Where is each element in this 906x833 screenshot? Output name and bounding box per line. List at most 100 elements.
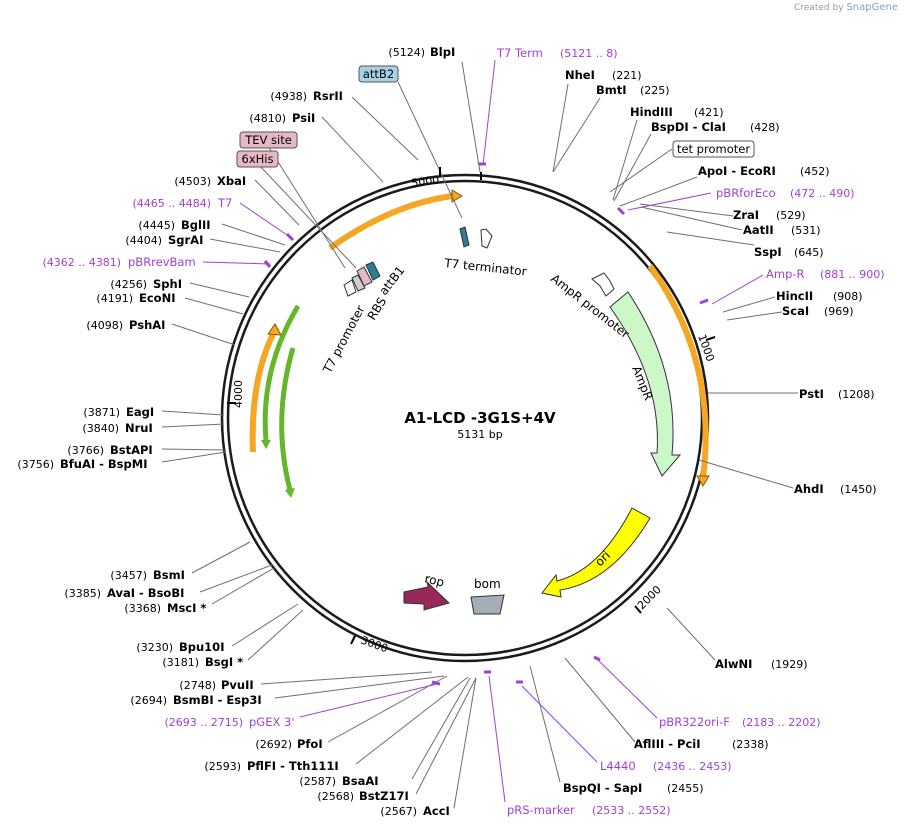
enzyme-label-scai[interactable]: ScaI(969) (782, 304, 854, 318)
enzyme-pos: (2568) (317, 790, 354, 803)
enzyme-label-rsrii[interactable]: (4938)RsrII (270, 89, 343, 103)
enzyme-label-pshai[interactable]: (4098)PshAI (86, 318, 165, 332)
leader-pfoi (327, 675, 448, 743)
ampr-gene[interactable] (609, 291, 682, 477)
primer-label-pgex3[interactable]: (2693 .. 2715)pGEX 3' (164, 715, 294, 729)
enzyme-pos: (3766) (67, 444, 104, 457)
enzyme-pos: (4938) (270, 90, 307, 103)
primer-label-pbr322ori[interactable]: pBR322ori-F(2183 .. 2202) (659, 715, 821, 729)
tick-mark-2000 (634, 605, 642, 614)
bom-element[interactable] (470, 594, 505, 615)
primer-label-l4440[interactable]: L4440(2436 .. 2453) (600, 759, 732, 773)
primer-label-t7[interactable]: (4465 .. 4484)T7 (132, 196, 232, 210)
leader-bspmi (161, 451, 227, 463)
primer-line-pbr322ori (597, 659, 658, 719)
enzyme-label-pvuii[interactable]: (2748)PvuII (179, 678, 253, 692)
enzyme-label-psii[interactable]: (4810)PsiI (249, 111, 315, 125)
enzyme-label-blpi[interactable]: (5124)BlpI (388, 45, 455, 59)
enzyme-label-pcii[interactable]: AflIII - PciI(2338) (634, 737, 769, 751)
enzyme-label-bsaai[interactable]: (2587)BsaAI (299, 774, 378, 788)
rop-gene[interactable] (403, 580, 450, 611)
enzyme-label-ahdi[interactable]: AhdI(1450) (794, 482, 877, 496)
enzyme-label-sapi[interactable]: BspQI - SapI(2455) (563, 781, 704, 795)
boxed-feature-tev-site[interactable]: TEV site (239, 131, 298, 149)
enzyme-pos: (3457) (110, 569, 147, 582)
enzyme-label-alwni[interactable]: AlwNI(1929) (715, 657, 808, 671)
enzyme-label-hindiii[interactable]: HindIII(421) (630, 105, 724, 119)
tick-marks (227, 167, 716, 645)
his-tag-block[interactable] (356, 266, 373, 287)
boxed-feature-tet-promoter[interactable]: tet promoter (672, 140, 755, 158)
enzyme-label-bsgi[interactable]: (3181)BsgI * (162, 655, 243, 669)
enzyme-label-acci[interactable]: (2567)AccI (380, 804, 449, 818)
leader-alwni (666, 607, 716, 661)
primer-label-ampr[interactable]: Amp-R(881 .. 900) (766, 267, 885, 281)
orf-arrow-top[interactable] (328, 193, 453, 251)
enzyme-label-sspi[interactable]: SspI(645) (754, 245, 824, 259)
enzyme-name: SphI (153, 277, 182, 291)
primer-label-t7term[interactable]: T7 Term(5121 .. 8) (496, 46, 618, 60)
boxed-feature-his-tag[interactable]: 6xHis (236, 150, 279, 168)
enzyme-label-esp3i[interactable]: (2694)BsmBI - Esp3I (130, 693, 261, 707)
backbone-inner-strand (226, 179, 704, 657)
enzyme-label-xbai[interactable]: (4503)XbaI (174, 174, 246, 188)
enzyme-label-pfoi[interactable]: (2692)PfoI (255, 737, 322, 751)
enzyme-label-bsmi[interactable]: (3457)BsmI (110, 568, 184, 582)
enzyme-name: NheI (565, 68, 595, 82)
boxed-feature-attb2[interactable]: attB2 (358, 65, 399, 83)
orf-arrow-right[interactable] (647, 264, 709, 479)
feature-label-bom: bom (474, 577, 501, 591)
enzyme-label-sphi[interactable]: (4256)SphI (110, 277, 182, 291)
enzyme-label-sgrai[interactable]: (4404)SgrAI (125, 233, 203, 247)
lacz-arc-outer[interactable] (262, 304, 301, 441)
attb1-block[interactable] (365, 261, 381, 281)
t7-terminator-block[interactable] (459, 226, 470, 248)
enzyme-label-nhei[interactable]: NheI(221) (565, 68, 642, 82)
t7-terminator-arrow[interactable] (480, 228, 493, 249)
t7-promoter-arrow[interactable] (343, 279, 357, 297)
primer-label-prs-marker[interactable]: pRS-marker(2533 .. 2552) (507, 803, 671, 817)
enzyme-pos: (428) (750, 121, 780, 134)
enzyme-label-psti[interactable]: PstI(1208) (799, 387, 875, 401)
enzyme-label-tth111i[interactable]: (2593)PflFI - Tth111I (204, 759, 338, 773)
orf-arrow-left-head (267, 323, 282, 336)
boxed-feature-tet-box (672, 140, 755, 158)
ori-element[interactable] (541, 507, 651, 598)
orf-arrow-left[interactable] (249, 330, 277, 453)
enzyme-label-bstz17i[interactable]: (2568)BstZ17I (317, 789, 408, 803)
enzyme-label-bstapi[interactable]: (3766)BstAPI (67, 443, 152, 457)
enzyme-label-msci[interactable]: (3368)MscI * (124, 601, 206, 615)
enzyme-pos: (4445) (138, 219, 175, 232)
primer-pos: (881 .. 900) (820, 268, 885, 281)
enzyme-pos: (2748) (179, 679, 216, 692)
primer-name: pBR322ori-F (659, 715, 730, 729)
enzyme-label-bpu10i[interactable]: (3230)Bpu10I (136, 640, 224, 654)
enzyme-pos: (3385) (64, 587, 101, 600)
primer-lines (202, 59, 764, 803)
leader-hincii (722, 296, 776, 313)
enzyme-name: Bpu10I (179, 640, 224, 654)
enzyme-label-eagi[interactable]: (3871)EagI (83, 405, 154, 419)
enzyme-label-nrui[interactable]: (3840)NruI (82, 421, 152, 435)
enzyme-label-zrai[interactable]: ZraI(529) (733, 208, 806, 222)
enzyme-label-hincii[interactable]: HincII(908) (776, 289, 863, 303)
enzyme-label-bsobi[interactable]: (3385)AvaI - BsoBI (64, 586, 184, 600)
enzyme-label-bglii[interactable]: (4445)BglII (138, 218, 210, 232)
enzyme-name: BsmBI - Esp3I (173, 693, 262, 707)
enzyme-label-bspmi[interactable]: (3756)BfuAI - BspMI (17, 457, 147, 471)
primer-label-pbrforeco[interactable]: pBRforEco(472 .. 490) (716, 186, 855, 200)
leader-esp3i (274, 675, 445, 699)
lacz-arc-inner[interactable] (279, 347, 296, 491)
enzyme-label-econi[interactable]: (4191)EcoNI (96, 291, 175, 305)
enzyme-label-aatii[interactable]: AatII(531) (743, 223, 821, 237)
ampr-promoter-arrow[interactable] (591, 272, 615, 297)
enzyme-label-bmti[interactable]: BmtI(225) (596, 83, 670, 97)
enzyme-label-ecori[interactable]: ApoI - EcoRI(452) (698, 164, 830, 178)
enzyme-label-clai[interactable]: BspDI - ClaI(428) (651, 120, 780, 134)
credit-prefix: Created by (794, 3, 844, 13)
primer-label-pbrrevbam[interactable]: (4362 .. 4381)pBRrevBam (42, 255, 195, 269)
enzyme-pos: (3871) (83, 406, 120, 419)
rbs-block[interactable] (351, 274, 366, 292)
enzyme-pos: (2587) (299, 775, 336, 788)
leader-sapi (529, 665, 561, 783)
